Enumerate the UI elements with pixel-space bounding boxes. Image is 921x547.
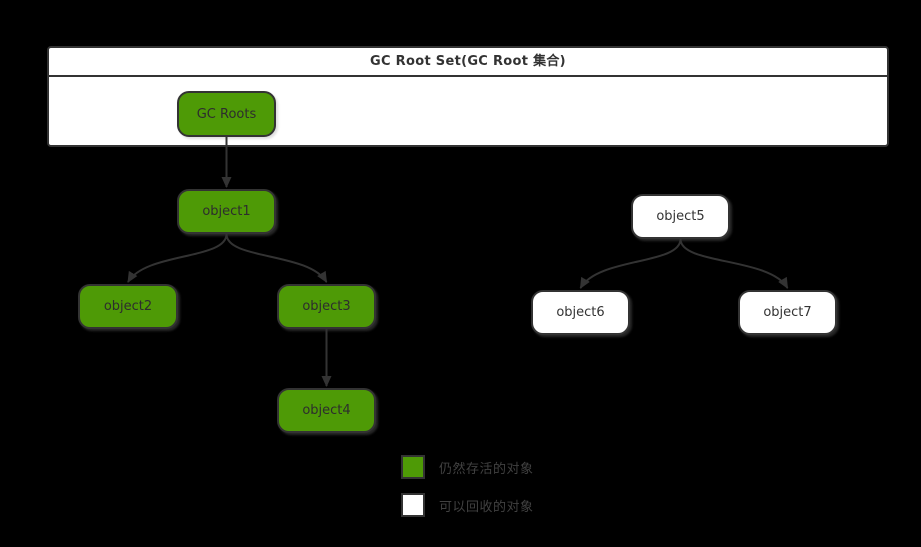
node-label-object5: object5 (656, 209, 705, 224)
edge-object5-to-object7 (679, 238, 789, 289)
gc-root-set-container: GC Root Set(GC Root 集合) (47, 46, 889, 147)
legend-swatch (401, 493, 425, 517)
legend-item: 仍然存活的对象 (401, 455, 534, 479)
gc-root-set-title: GC Root Set(GC Root 集合) (49, 48, 887, 77)
legend: 仍然存活的对象 可以回收的对象 (401, 455, 534, 517)
node-label-object2: object2 (103, 299, 153, 314)
node-object2: object2 (78, 284, 178, 329)
node-gc-roots: GC Roots (177, 91, 276, 137)
legend-item: 可以回收的对象 (401, 493, 534, 517)
node-object5: object5 (631, 194, 730, 239)
legend-swatch (401, 455, 425, 479)
node-label-object3: object3 (302, 299, 351, 314)
node-label-object4: object4 (302, 403, 351, 418)
node-label-object1: object1 (202, 204, 251, 219)
legend-label: 可以回收的对象 (439, 499, 534, 515)
edge-object5-to-object6 (579, 238, 682, 289)
node-object1: object1 (177, 189, 276, 234)
node-object3: object3 (277, 284, 376, 329)
edge-object1-to-object3 (225, 233, 328, 283)
legend-label: 仍然存活的对象 (439, 461, 534, 477)
node-label-object6: object6 (556, 305, 605, 320)
node-label-object7: object7 (763, 305, 812, 320)
node-object6: object6 (531, 290, 630, 335)
edge-object1-to-object2 (127, 233, 228, 283)
node-label-gc-roots: GC Roots (196, 106, 257, 122)
node-object4: object4 (277, 388, 376, 433)
node-object7: object7 (738, 290, 837, 335)
